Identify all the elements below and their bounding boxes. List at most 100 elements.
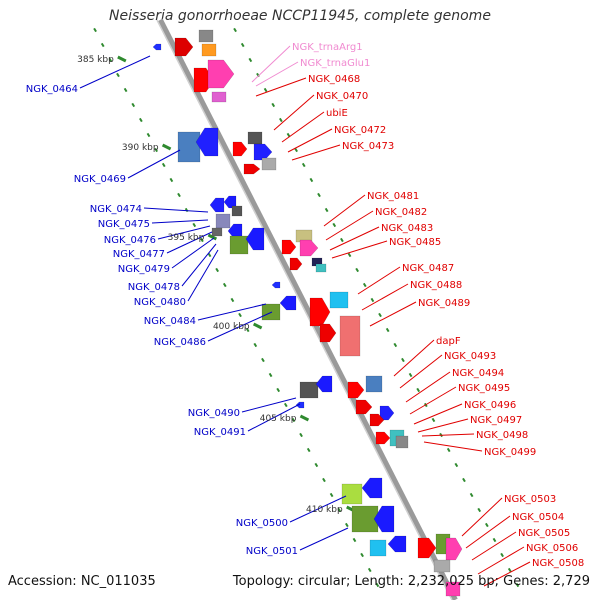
ring-tick: [306, 447, 311, 453]
gene-label: NGK_0493: [444, 351, 496, 362]
gene-block: [315, 263, 327, 273]
gene-block: [365, 375, 383, 393]
leader-line: [369, 301, 417, 327]
leader-line: [483, 561, 531, 587]
accession-text: Accession: NC_011035: [8, 574, 156, 589]
ring-tick: [291, 417, 296, 423]
leader-line: [299, 527, 349, 551]
leader-line: [181, 243, 217, 287]
ring-tick: [169, 177, 174, 183]
gene-label: NGK_0489: [418, 298, 470, 309]
gene-arrow-forward: [207, 59, 235, 89]
gene-label: ubiE: [326, 108, 348, 119]
genome-title: Neisseria gonorrhoeae NCCP11945, complet…: [109, 8, 491, 24]
leader-line: [471, 531, 517, 561]
ring-tick: [446, 447, 451, 453]
gene-label: NGK_0494: [452, 368, 504, 379]
ring-tick: [500, 552, 504, 558]
ring-tick: [322, 477, 326, 483]
gene-arrow-forward: [289, 257, 303, 271]
leader-line: [417, 418, 469, 433]
ring-tick: [317, 192, 321, 198]
ring-tick: [462, 477, 466, 483]
gene-arrow-reverse: [152, 43, 162, 51]
ring-tick: [283, 402, 288, 408]
scale-label: 410 kbp: [306, 505, 343, 515]
leader-line: [323, 194, 366, 227]
gene-label: NGK_0480: [134, 297, 186, 308]
gene-arrow-forward: [375, 431, 391, 445]
gene-label: NGK_0476: [104, 235, 156, 246]
ring-tick: [123, 87, 128, 93]
gene-label: NGK_trnaArg1: [292, 42, 363, 53]
ring-tick: [230, 297, 235, 303]
ring-tick: [161, 162, 166, 168]
leader-line: [291, 144, 341, 161]
gene-label: NGK_0479: [118, 264, 170, 275]
gene-block: [339, 315, 361, 357]
gene-arrow-reverse: [227, 223, 243, 239]
ring-tick: [345, 522, 349, 528]
leader-line: [423, 441, 483, 452]
gene-arrow-reverse: [315, 375, 333, 393]
gene-label: NGK_0468: [308, 74, 360, 85]
ring-tick: [240, 42, 245, 48]
leader-line: [157, 225, 211, 240]
gene-label: NGK_0486: [154, 337, 206, 348]
ring-tick: [324, 207, 329, 213]
ring-tick: [337, 507, 342, 513]
scale-tick: [207, 233, 218, 241]
gene-label: NGK_0496: [464, 400, 516, 411]
gene-block: [445, 581, 461, 597]
ring-tick: [276, 387, 281, 393]
leader-line: [409, 386, 457, 415]
ring-tick: [200, 237, 204, 243]
ring-tick: [378, 312, 382, 318]
gene-block: [231, 205, 243, 217]
gene-label: NGK_0464: [26, 84, 78, 95]
ring-tick: [139, 117, 143, 123]
ring-tick: [370, 297, 375, 303]
gene-block: [261, 157, 277, 171]
gene-label: NGK_0495: [458, 383, 510, 394]
leader-line: [171, 237, 215, 269]
gene-block: [211, 91, 227, 103]
ring-tick: [347, 252, 352, 258]
ring-tick: [245, 327, 250, 333]
gene-arrow-reverse: [295, 401, 305, 409]
gene-label: NGK_0501: [246, 546, 298, 557]
gene-block: [299, 381, 319, 399]
gene-block: [198, 29, 214, 43]
ring-tick: [215, 267, 220, 273]
ring-tick: [485, 522, 489, 528]
ring-tick: [238, 312, 242, 318]
ring-tick: [294, 147, 298, 153]
gene-label: NGK_0485: [389, 237, 441, 248]
leader-line: [361, 283, 409, 311]
ring-tick: [268, 372, 273, 378]
gene-label: NGK_0481: [367, 191, 419, 202]
ring-tick: [301, 162, 306, 168]
gene-arrow-reverse: [245, 227, 265, 251]
leader-line: [151, 219, 209, 224]
gene-label: NGK_0478: [128, 282, 180, 293]
leader-line: [251, 45, 291, 83]
gene-arrow-forward: [319, 323, 337, 343]
leader-line: [465, 515, 511, 549]
gene-label: NGK_0508: [532, 558, 584, 569]
gene-label: NGK_0483: [381, 223, 433, 234]
gene-arrow-forward: [299, 239, 319, 257]
gene-label: NGK_0497: [470, 415, 522, 426]
gene-label: NGK_0491: [194, 427, 246, 438]
ring-tick: [263, 87, 268, 93]
gene-label: NGK_0503: [504, 494, 556, 505]
gene-arrow-forward: [355, 399, 373, 415]
ring-tick: [393, 342, 398, 348]
gene-label: NGK_0499: [484, 447, 536, 458]
gene-label: NGK_0490: [188, 408, 240, 419]
ring-tick: [177, 192, 181, 198]
gene-label: NGK_0469: [74, 174, 126, 185]
ring-tick: [253, 342, 258, 348]
gene-block: [211, 227, 223, 237]
